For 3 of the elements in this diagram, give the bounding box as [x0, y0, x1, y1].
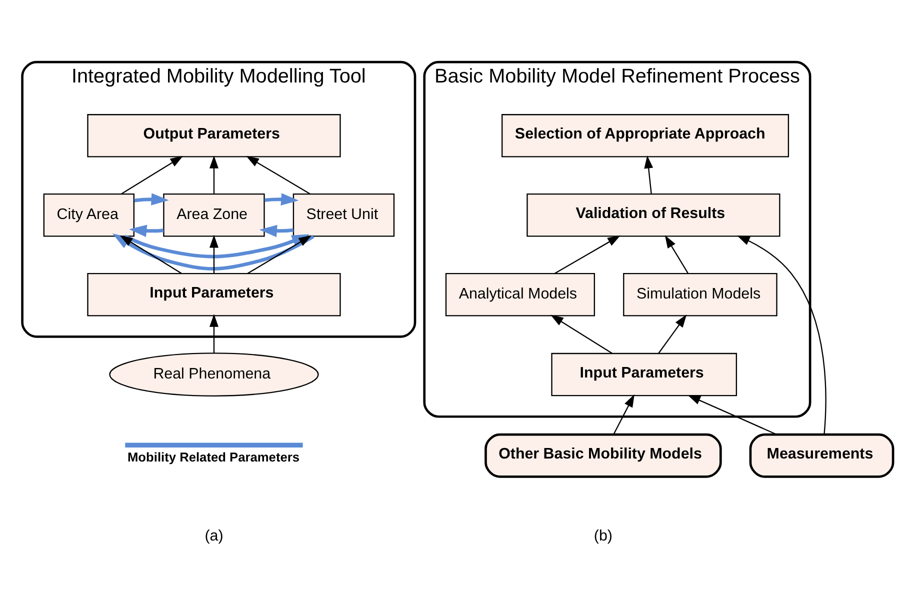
label: (a) — [204, 527, 224, 544]
label: (b) — [594, 527, 612, 544]
legend-label: Mobility Related Parameters — [127, 449, 300, 464]
